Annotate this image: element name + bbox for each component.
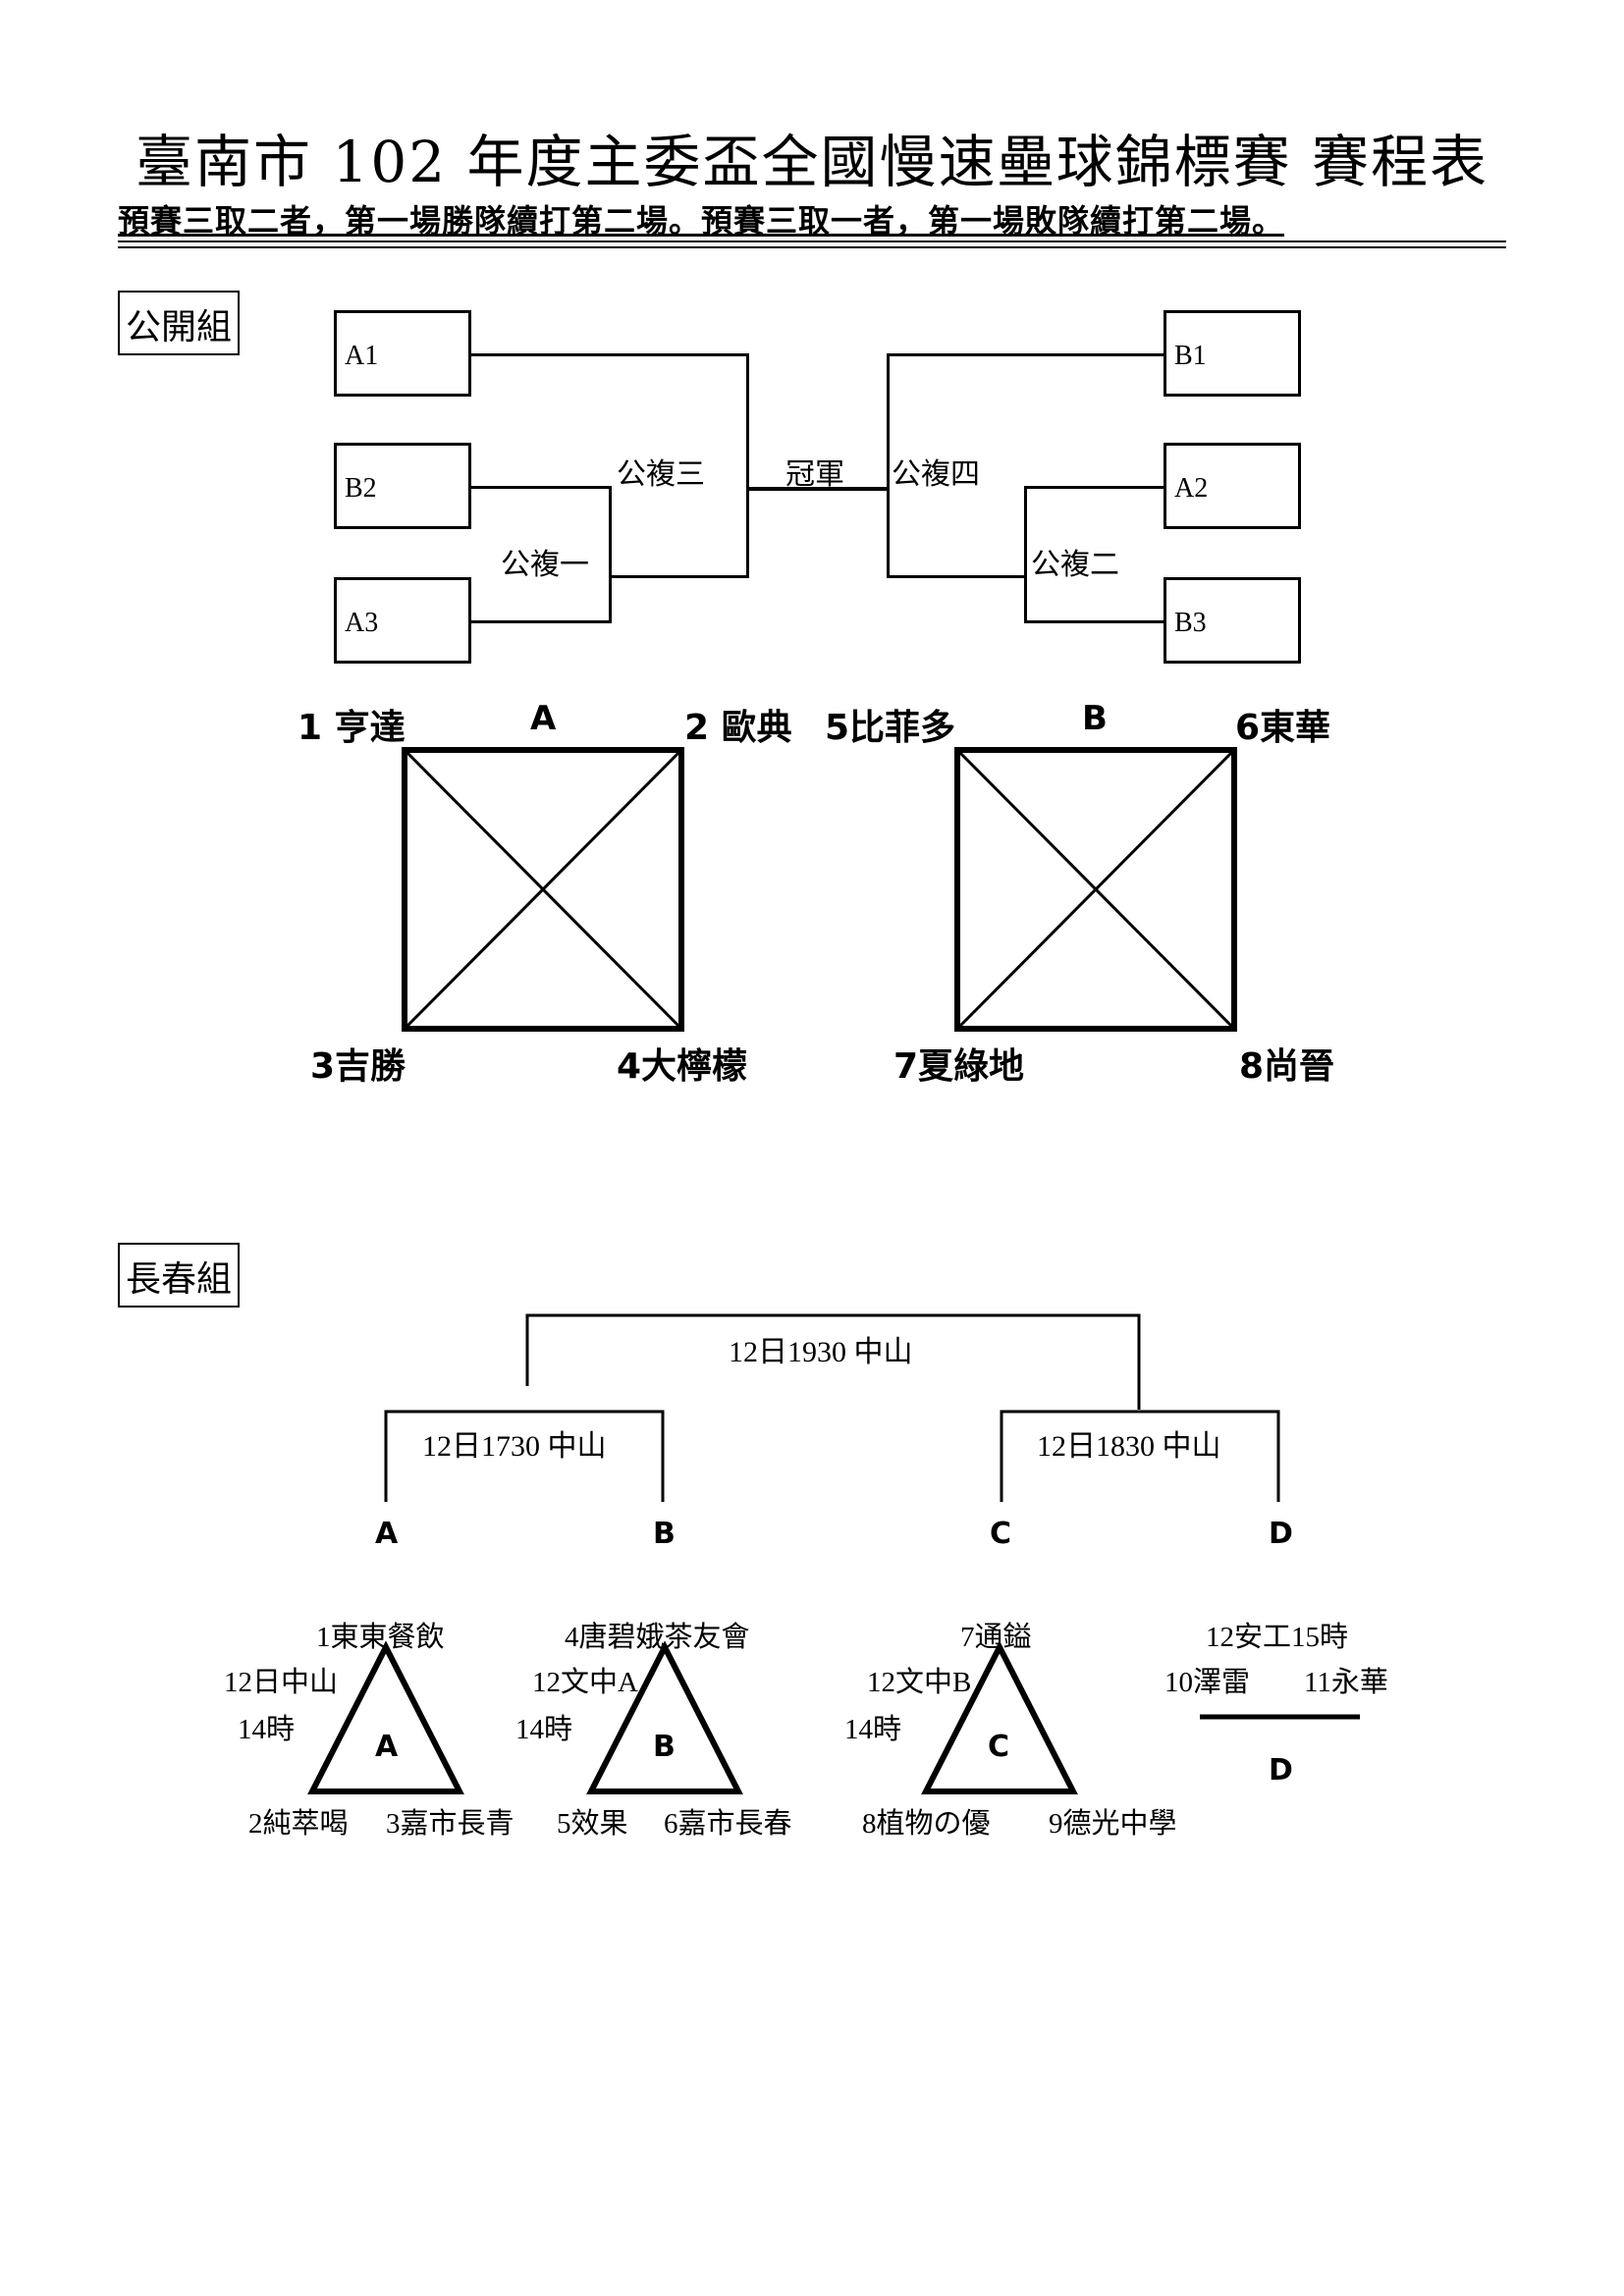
pool-b-letter: B bbox=[1082, 699, 1108, 738]
bracket-line bbox=[887, 353, 890, 578]
slot-b2: B2 bbox=[334, 443, 471, 529]
senior-pool-c-time: 14時 bbox=[844, 1714, 902, 1745]
pool-b-team-5: 5比菲多 bbox=[825, 708, 956, 748]
pool-a-team-4: 4大檸檬 bbox=[617, 1046, 748, 1087]
senior-pool-c-venue: 12文中B bbox=[867, 1667, 972, 1698]
header-rule-bottom bbox=[118, 246, 1506, 248]
bracket-line bbox=[609, 575, 748, 578]
slot-b2-label: B2 bbox=[345, 473, 377, 504]
senior-pool-b-letter: B bbox=[653, 1730, 676, 1764]
header-rule-top bbox=[118, 240, 1506, 242]
open-division-label: 公開組 bbox=[118, 291, 241, 355]
senior-pool-d-right: 11永華 bbox=[1304, 1667, 1388, 1698]
senior-bracket-letter-b: B bbox=[653, 1517, 676, 1551]
pool-a-letter: A bbox=[530, 699, 557, 738]
bracket-line bbox=[746, 353, 749, 578]
game-label-g2: 公複二 bbox=[1031, 548, 1119, 582]
slot-a3: A3 bbox=[334, 577, 471, 664]
pool-a-square bbox=[402, 747, 684, 1032]
bracket-line bbox=[471, 486, 611, 489]
game-label-g3: 公複三 bbox=[617, 457, 705, 492]
slot-a2-label: A2 bbox=[1174, 473, 1209, 504]
senior-bracket-letter-a: A bbox=[375, 1517, 399, 1551]
senior-pool-d-letter: D bbox=[1269, 1753, 1293, 1788]
senior-pool-a-time: 14時 bbox=[238, 1714, 296, 1745]
slot-a1-label: A1 bbox=[345, 341, 379, 371]
page-subtitle: 預賽三取二者，第一場勝隊續打第二場。預賽三取一者，第一場敗隊續打第二場。 bbox=[118, 202, 1285, 240]
senior-pool-a-letter: A bbox=[375, 1730, 399, 1764]
bracket-line bbox=[471, 353, 748, 356]
senior-semi2-schedule: 12日1830 中山 bbox=[1037, 1430, 1221, 1463]
senior-pool-c-top: 7通鎰 bbox=[960, 1622, 1032, 1653]
game-label-final: 冠軍 bbox=[785, 457, 844, 492]
pool-a-triangle bbox=[307, 1640, 464, 1794]
senior-pool-a-top: 1東東餐飲 bbox=[316, 1622, 445, 1653]
bracket-line bbox=[471, 620, 611, 623]
pool-a-team-1: 1 亨達 bbox=[298, 708, 406, 748]
senior-pool-d-top: 12安工15時 bbox=[1206, 1622, 1349, 1653]
senior-pool-a-right: 3嘉市長青 bbox=[386, 1808, 514, 1840]
bracket-line bbox=[609, 486, 612, 623]
senior-bracket-letter-c: C bbox=[990, 1517, 1012, 1551]
bracket-line bbox=[1024, 486, 1027, 623]
slot-b3: B3 bbox=[1164, 577, 1301, 664]
senior-pool-b-time: 14時 bbox=[515, 1714, 573, 1745]
bracket-line bbox=[1024, 486, 1164, 489]
pool-a-team-2: 2 歐典 bbox=[684, 708, 792, 748]
senior-pool-c-right: 9德光中學 bbox=[1049, 1808, 1177, 1840]
senior-pool-c-letter: C bbox=[988, 1730, 1010, 1764]
pool-b-team-8: 8尚晉 bbox=[1239, 1046, 1335, 1087]
senior-pool-a-venue: 12日中山 bbox=[224, 1667, 339, 1698]
pool-b-square bbox=[954, 747, 1237, 1032]
slot-a2: A2 bbox=[1164, 443, 1301, 529]
pool-b-team-7: 7夏綠地 bbox=[893, 1046, 1025, 1087]
senior-bracket bbox=[384, 1313, 1280, 1502]
senior-bracket-letter-d: D bbox=[1269, 1517, 1293, 1551]
slot-b1-label: B1 bbox=[1174, 341, 1207, 371]
senior-pool-d-left: 10澤雷 bbox=[1164, 1667, 1251, 1698]
slot-b3-label: B3 bbox=[1174, 608, 1207, 638]
senior-pool-b-left: 5效果 bbox=[557, 1808, 628, 1840]
senior-pool-a-left: 2純萃喝 bbox=[248, 1808, 349, 1840]
slot-a3-label: A3 bbox=[345, 608, 379, 638]
pool-a-team-3: 3吉勝 bbox=[310, 1046, 406, 1087]
slot-b1: B1 bbox=[1164, 310, 1301, 397]
game-label-g4: 公複四 bbox=[892, 457, 980, 492]
pool-b-team-6: 6東華 bbox=[1235, 708, 1331, 748]
page-title: 臺南市 102 年度主委盃全國慢速壘球錦標賽 賽程表 bbox=[135, 129, 1489, 195]
bracket-line-final bbox=[746, 487, 889, 491]
bracket-line bbox=[887, 353, 1164, 356]
senior-final-schedule: 12日1930 中山 bbox=[729, 1336, 913, 1368]
senior-pool-b-top: 4唐碧娥茶友會 bbox=[565, 1622, 750, 1653]
game-label-g1: 公複一 bbox=[501, 548, 589, 582]
senior-pool-b-venue: 12文中A bbox=[532, 1667, 638, 1698]
bracket-line bbox=[1024, 620, 1164, 623]
senior-pool-b-right: 6嘉市長春 bbox=[664, 1808, 792, 1840]
bracket-line bbox=[887, 575, 1026, 578]
pool-b-triangle bbox=[586, 1640, 743, 1794]
senior-semi1-schedule: 12日1730 中山 bbox=[422, 1430, 607, 1463]
pool-c-triangle bbox=[921, 1640, 1078, 1794]
senior-division-label: 長春組 bbox=[118, 1243, 241, 1308]
slot-a1: A1 bbox=[334, 310, 471, 397]
senior-pool-c-left: 8植物の優 bbox=[862, 1808, 991, 1840]
